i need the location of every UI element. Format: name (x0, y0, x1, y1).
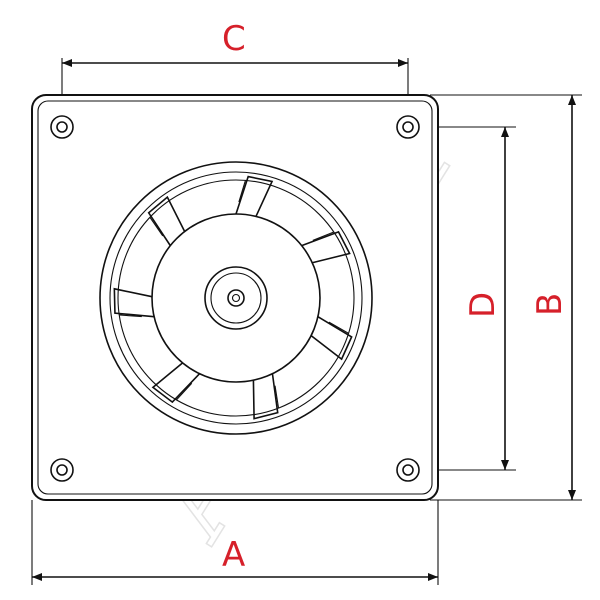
dimension-c-label: C (222, 19, 246, 59)
mounting-hole-bottom-left (50, 458, 74, 482)
fan-blade (301, 230, 351, 264)
fan-blade-edge (312, 231, 335, 241)
fan-blade-edge (274, 385, 280, 409)
fan-blade-edge (119, 314, 142, 318)
dimension-a-label: A (222, 535, 245, 575)
fan-blade (252, 373, 279, 420)
fan-blade (310, 316, 353, 361)
fan-blade-edge (328, 321, 349, 334)
fan-blade-edge (238, 180, 246, 203)
mounting-hole-bottom-right (396, 458, 420, 482)
fan-impeller (99, 161, 373, 435)
dimension-c: C (62, 19, 408, 67)
fan-blade-edge (176, 382, 193, 401)
mounting-hole-top-left (50, 115, 74, 139)
fan-blades (113, 175, 353, 420)
dimension-b: B (530, 95, 576, 500)
front-plate (31, 94, 439, 501)
fan-blade (151, 362, 201, 404)
dimension-b-label: B (530, 293, 570, 316)
front-plate-inner-edge (37, 100, 433, 495)
hub-cap (204, 266, 268, 330)
fan-blade (147, 195, 186, 247)
fan-blade-edge (149, 216, 164, 237)
fan-blade (235, 175, 274, 217)
fan-blade (113, 287, 155, 318)
dimension-d-label: D (463, 292, 503, 318)
mounting-holes (50, 115, 420, 482)
dimension-a: A (32, 535, 438, 581)
fan-hub (151, 213, 321, 383)
hub-axle (227, 289, 245, 307)
dimension-d: D (463, 127, 509, 470)
mounting-hole-top-right (396, 115, 420, 139)
